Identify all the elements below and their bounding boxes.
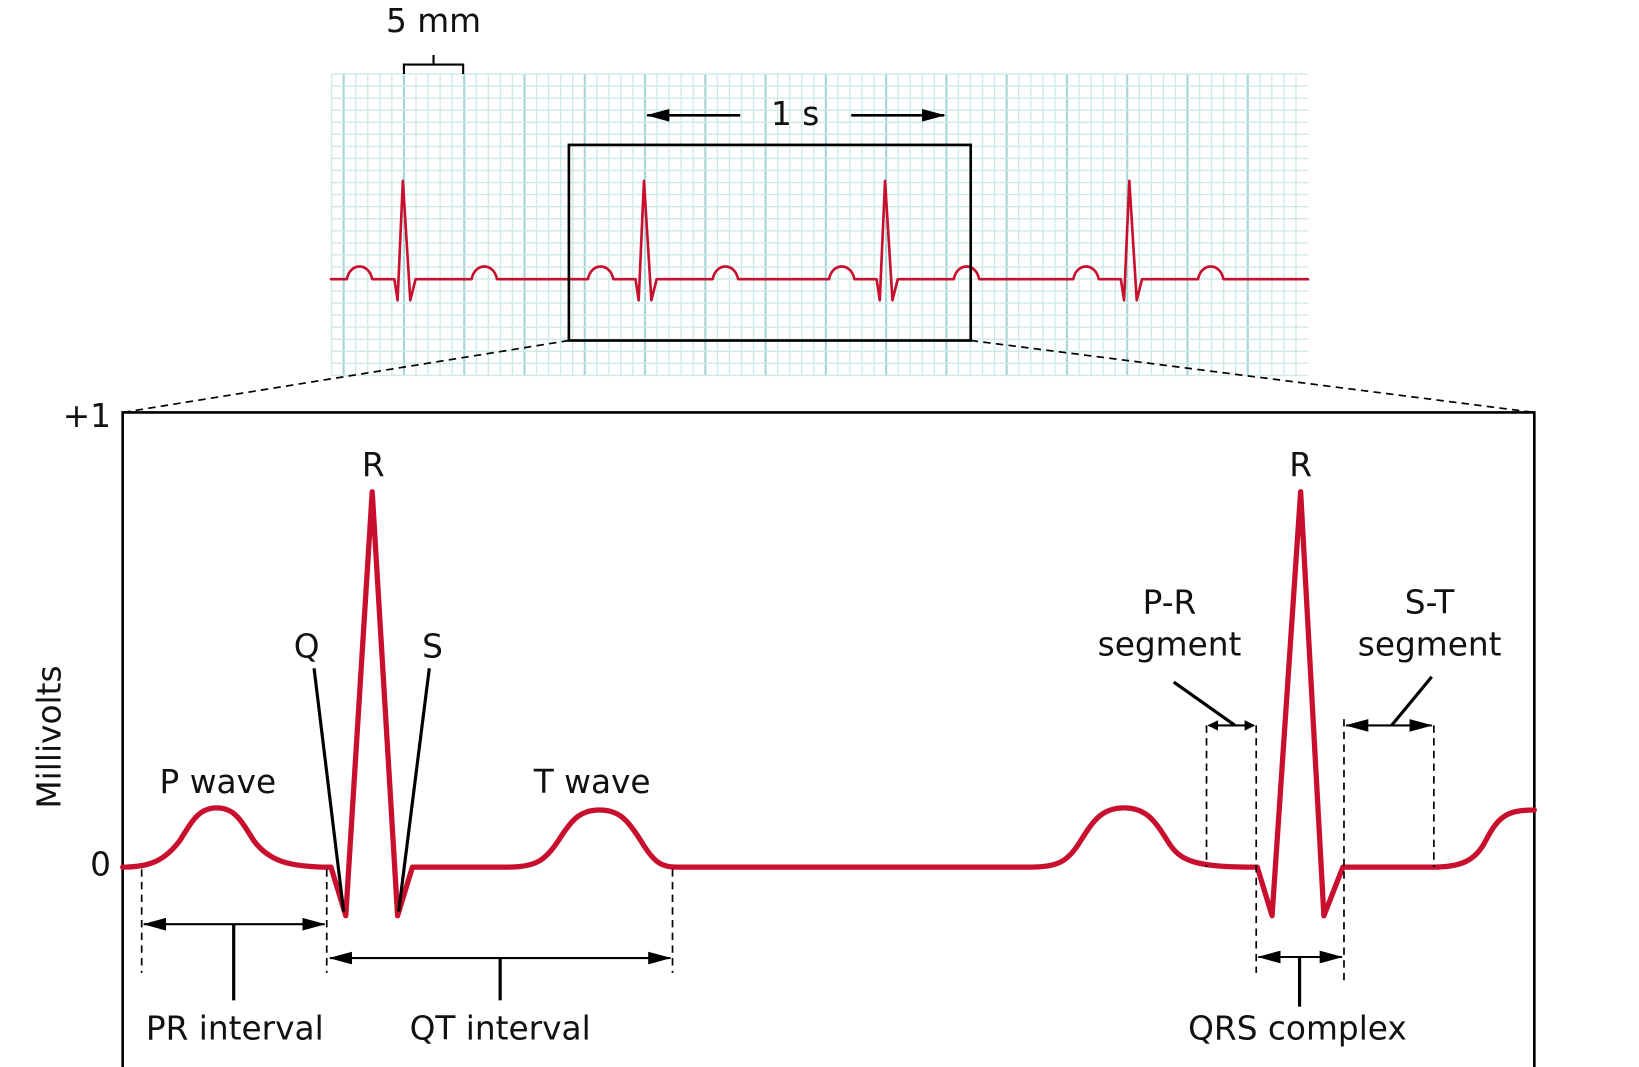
scale-bracket-5mm: 5 mm: [386, 2, 481, 75]
zoom-selection-box: [567, 143, 973, 342]
y-tick-zero: 0: [90, 846, 111, 884]
one-second-marker: 1 s: [646, 95, 946, 133]
scale-label: 5 mm: [386, 2, 481, 40]
qt-interval-marker: QT interval: [328, 869, 674, 1047]
top-ecg-trace: [329, 179, 1310, 302]
s-pointer: [397, 668, 431, 912]
label-q: Q: [294, 628, 320, 666]
label-pr-interval: PR interval: [146, 1009, 324, 1047]
zoom-guide-right: [970, 339, 1535, 414]
pr-interval-marker: PR interval: [140, 869, 328, 1047]
label-s: S: [422, 628, 443, 666]
label-pr-segment-2: segment: [1098, 626, 1242, 664]
y-axis-title: Millivolts: [30, 665, 68, 808]
qrs-complex-marker: QRS complex: [1188, 950, 1407, 1047]
label-qt-interval: QT interval: [410, 1009, 591, 1047]
q-pointer: [312, 668, 346, 912]
label-r-2: R: [1289, 446, 1312, 484]
detail-ecg-trace: [120, 489, 1537, 919]
st-segment-marker: S-T segment: [1343, 583, 1502, 982]
label-t-wave: T wave: [533, 763, 651, 801]
label-p-wave: P wave: [160, 763, 277, 801]
label-pr-segment-1: P-R: [1143, 583, 1197, 621]
ecg-paper-grid: [330, 73, 1309, 377]
pr-segment-marker: P-R segment: [1098, 583, 1258, 973]
y-tick-top: +1: [63, 397, 111, 435]
label-qrs-complex: QRS complex: [1188, 1009, 1407, 1047]
label-st-segment-2: segment: [1358, 626, 1502, 664]
detail-panel: [121, 411, 1536, 1067]
label-r-1: R: [362, 446, 385, 484]
label-st-segment-1: S-T: [1405, 583, 1456, 621]
time-label: 1 s: [771, 95, 819, 133]
